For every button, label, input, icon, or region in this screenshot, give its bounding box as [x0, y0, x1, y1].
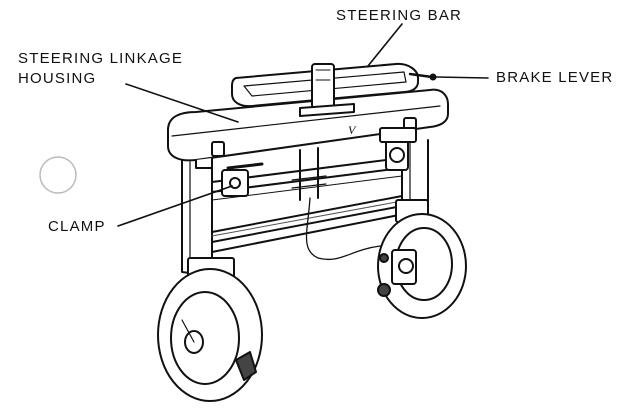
- leader-lines: [117, 23, 489, 227]
- leader-steering-bar: [367, 23, 403, 67]
- label-steering-linkage-housing-line1: STEERING LINKAGE: [18, 50, 184, 67]
- right-wheel: [377, 199, 467, 319]
- clamp-shape: [221, 162, 264, 197]
- svg-text:V: V: [348, 123, 357, 137]
- label-brake-lever: BRAKE LEVER: [496, 69, 614, 86]
- leader-clamp: [117, 185, 233, 227]
- label-clamp: CLAMP: [48, 218, 106, 235]
- leader-linkage-housing: [125, 83, 239, 123]
- left-wheel: [157, 257, 263, 402]
- label-steering-bar: STEERING BAR: [336, 7, 463, 24]
- label-steering-linkage-housing-line2: HOUSING: [18, 70, 97, 87]
- steering-bar-shape: [231, 62, 419, 117]
- faint-mark: [39, 156, 77, 194]
- leader-brake-lever: [435, 76, 489, 79]
